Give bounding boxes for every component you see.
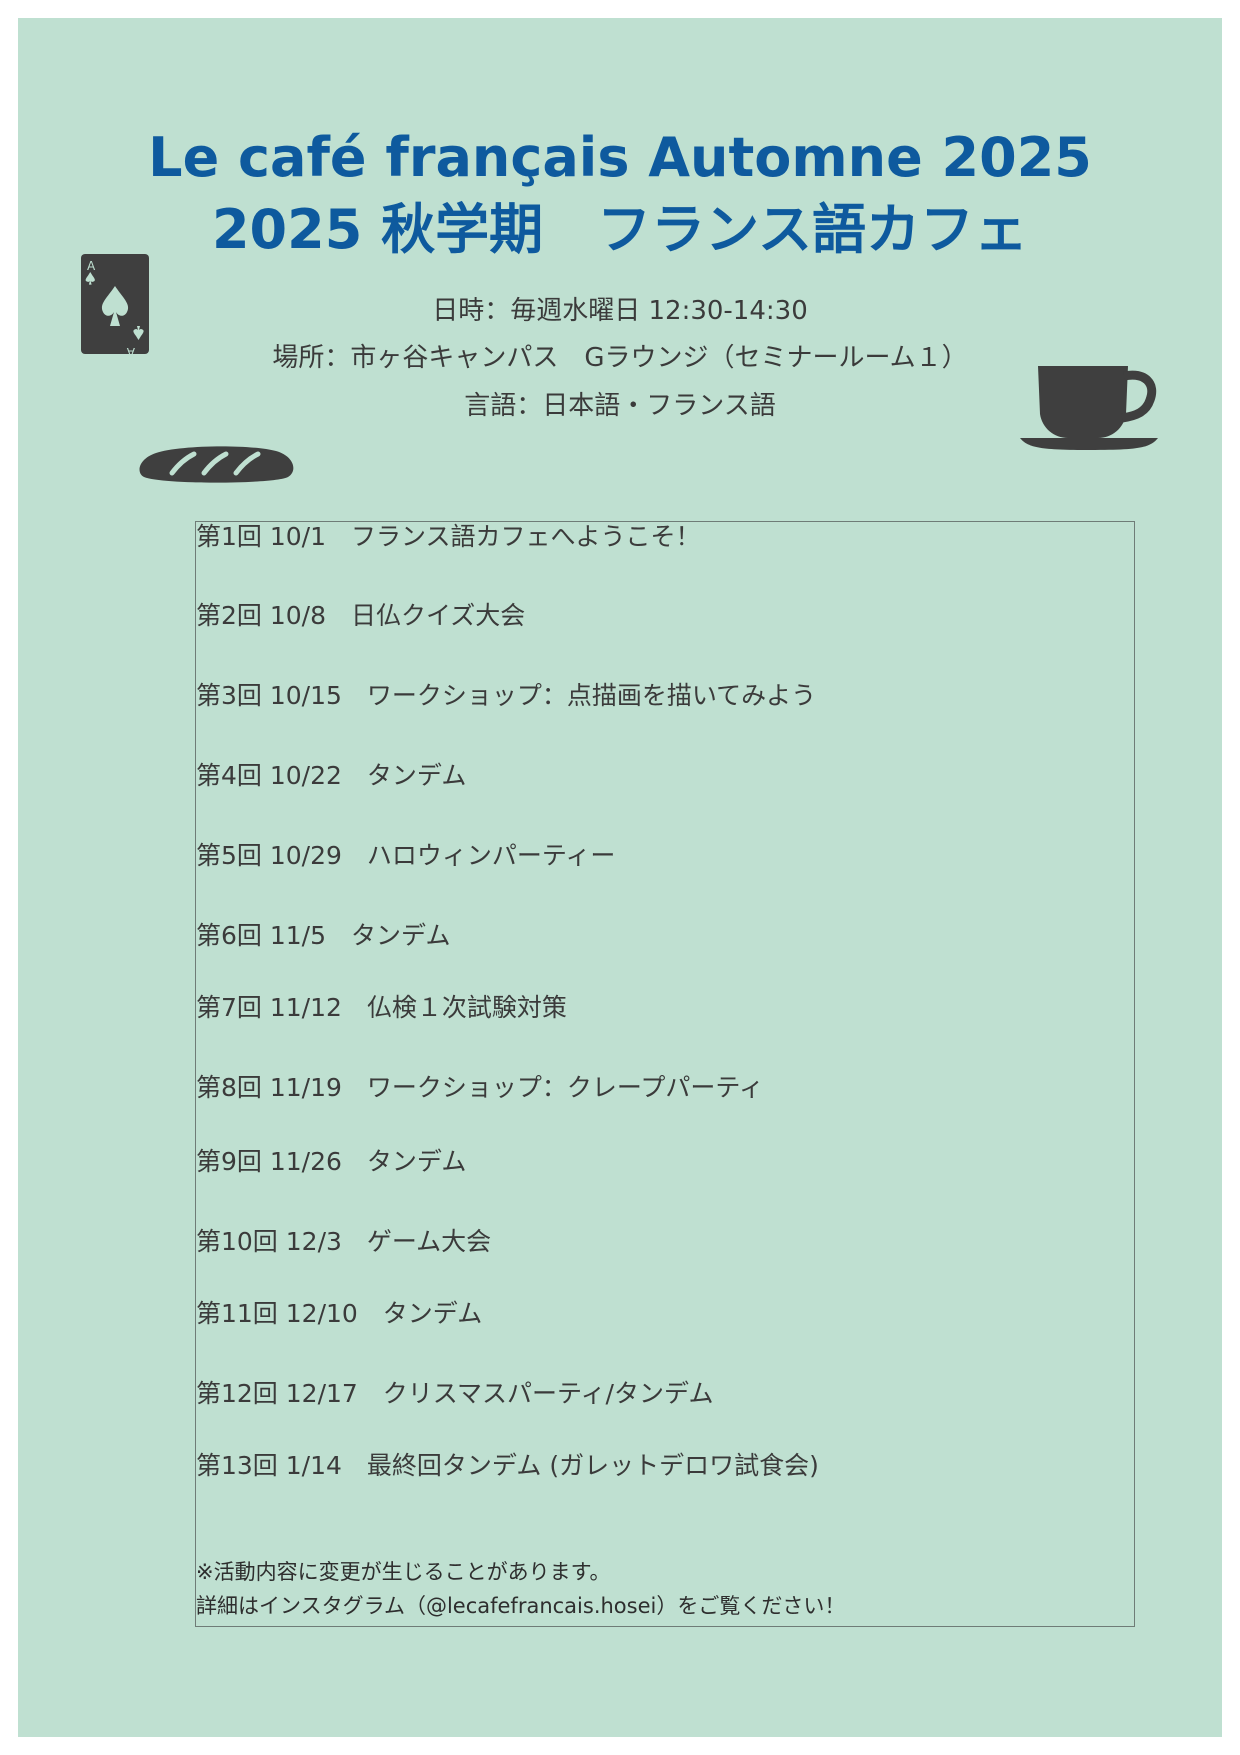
session-item: 第2回 10/8 日仏クイズ大会 [196,601,526,630]
session-item: 第7回 11/12 仏検１次試験対策 [196,993,567,1022]
session-item: 第12回 12/17 クリスマスパーティ/タンデム [196,1379,714,1408]
session-item: 第3回 10/15 ワークショップ：点描画を描いてみよう [196,681,817,710]
title-french: Le café français Automne 2025 [148,126,1092,189]
note-instagram: 詳細はインスタグラム（@lecafefrancais.hosei）をご覧ください… [196,1594,846,1618]
note-change: ※活動内容に変更が生じることがあります。 [196,1560,611,1584]
session-item: 第5回 10/29 ハロウィンパーティー [196,841,616,870]
session-item: 第13回 1/14 最終回タンデム (ガレットデロワ試食会) [196,1451,819,1480]
info-datetime: 日時：毎週水曜日 12:30-14:30 [432,296,808,326]
baguette-icon [139,446,294,483]
ace-of-spades-icon: A A [81,254,149,354]
info-language: 言語：日本語・フランス語 [464,391,776,421]
session-item: 第10回 12/3 ゲーム大会 [196,1227,492,1256]
poster: Le café français Automne 2025 2025 秋学期 フ… [18,18,1222,1737]
session-item: 第11回 12/10 タンデム [196,1299,483,1328]
schedule-box: 第1回 10/1 フランス語カフェへようこそ！ 第2回 10/8 日仏クイズ大会… [195,521,1135,1627]
session-item: 第1回 10/1 フランス語カフェへようこそ！ [196,522,701,551]
card-rank-bottom: A [126,345,135,354]
session-item: 第4回 10/22 タンデム [196,761,467,790]
session-item: 第6回 11/5 タンデム [196,921,451,950]
card-rank-top: A [87,259,96,273]
title-japanese: 2025 秋学期 フランス語カフェ [211,198,1028,261]
coffee-cup-icon [1020,366,1158,450]
session-item: 第9回 11/26 タンデム [196,1147,467,1176]
info-place: 場所：市ヶ谷キャンパス Gラウンジ（セミナールーム１） [272,343,968,373]
session-item: 第8回 11/19 ワークショップ：クレープパーティ [196,1073,764,1102]
